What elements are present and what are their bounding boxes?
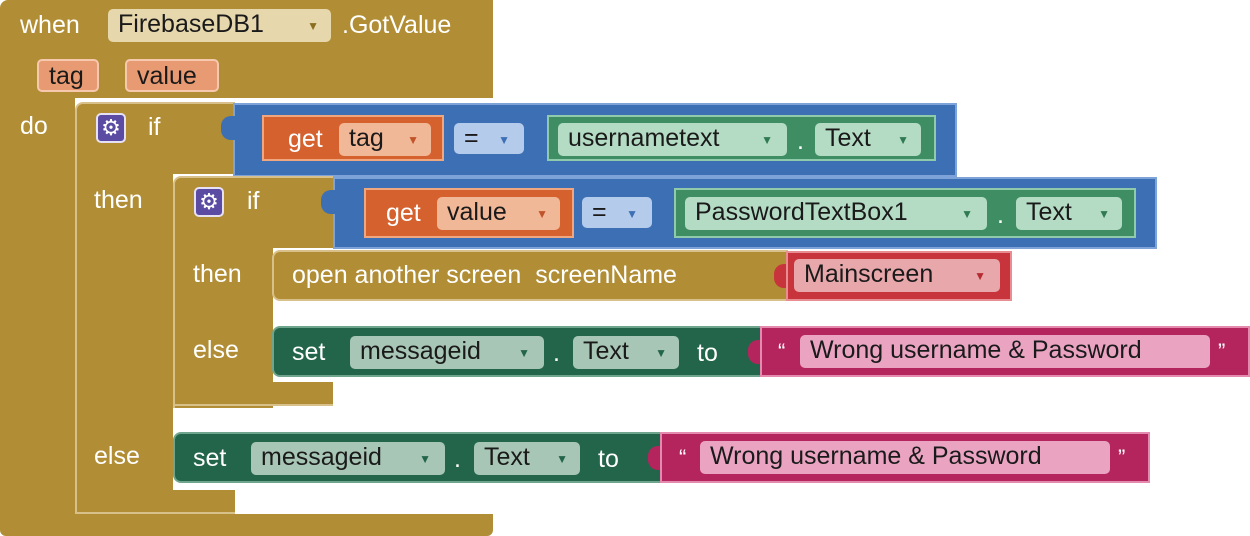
inner-if-rail xyxy=(173,248,273,408)
inner-if-bottom xyxy=(173,382,333,406)
param-tag[interactable]: tag xyxy=(37,59,99,92)
operator: = xyxy=(464,124,479,152)
text-string-value[interactable]: Wrong username & Password xyxy=(700,441,1110,474)
variable-dropdown-tag[interactable]: tag ▼ xyxy=(339,123,431,156)
param-value[interactable]: value xyxy=(125,59,219,92)
component-dropdown-messageid[interactable]: messageid ▼ xyxy=(251,442,445,475)
dot-separator: . xyxy=(454,445,461,473)
component-dropdown-passwordtextbox1[interactable]: PasswordTextBox1 ▼ xyxy=(685,197,987,230)
event-block-bottom xyxy=(0,514,493,536)
set-keyword: set xyxy=(193,444,227,472)
property-name: Text xyxy=(484,443,530,471)
component-dropdown-usernametext[interactable]: usernametext ▼ xyxy=(558,123,787,156)
gear-icon[interactable]: ⚙ xyxy=(194,187,224,217)
component-dropdown-messageid[interactable]: messageid ▼ xyxy=(350,336,544,369)
triangle-down-icon[interactable]: ▼ xyxy=(974,269,986,283)
text-string-value[interactable]: Wrong username & Password xyxy=(800,335,1210,368)
socket-tab xyxy=(321,190,337,214)
open-quote: “ xyxy=(679,445,687,470)
property-dropdown-text[interactable]: Text ▼ xyxy=(1016,197,1122,230)
property-name: Text xyxy=(1026,198,1072,226)
component-name: FirebaseDB1 xyxy=(118,10,264,38)
property-name: Text xyxy=(825,124,871,152)
property-dropdown-text[interactable]: Text ▼ xyxy=(815,123,921,156)
triangle-down-icon[interactable]: ▼ xyxy=(518,346,530,360)
variable-name: value xyxy=(447,198,507,226)
inner-then-keyword: then xyxy=(193,260,242,288)
socket-tab xyxy=(221,116,237,140)
screen-name: Mainscreen xyxy=(804,260,934,288)
triangle-down-icon[interactable]: ▼ xyxy=(1098,207,1110,221)
triangle-down-icon[interactable]: ▼ xyxy=(498,133,510,147)
triangle-down-icon[interactable]: ▼ xyxy=(897,133,909,147)
triangle-down-icon[interactable]: ▼ xyxy=(419,452,431,466)
component-name: messageid xyxy=(261,443,382,471)
dot-separator: . xyxy=(553,339,560,367)
outer-if-keyword: if xyxy=(148,113,161,141)
component-name: messageid xyxy=(360,337,481,365)
gear-icon[interactable]: ⚙ xyxy=(96,113,126,143)
property-name: Text xyxy=(583,337,629,365)
open-quote: “ xyxy=(778,339,786,364)
close-quote: ” xyxy=(1218,339,1226,364)
open-another-screen-block[interactable] xyxy=(272,250,788,301)
operator: = xyxy=(592,198,607,226)
component-name: PasswordTextBox1 xyxy=(695,198,908,226)
open-another-screen-label: open another screen screenName xyxy=(292,261,677,289)
inner-if-keyword: if xyxy=(247,187,260,215)
when-keyword: when xyxy=(20,11,80,39)
property-dropdown-text[interactable]: Text ▼ xyxy=(474,442,580,475)
inner-else-keyword: else xyxy=(193,336,239,364)
compare-operator-dropdown[interactable]: = ▼ xyxy=(454,123,524,154)
event-block-left-rail xyxy=(0,98,75,518)
outer-then-keyword: then xyxy=(94,186,143,214)
do-keyword: do xyxy=(20,112,48,140)
get-keyword: get xyxy=(386,199,421,227)
outer-else-keyword: else xyxy=(94,442,140,470)
triangle-down-icon[interactable]: ▼ xyxy=(407,133,419,147)
get-keyword: get xyxy=(288,125,323,153)
triangle-down-icon[interactable]: ▼ xyxy=(761,133,773,147)
set-keyword: set xyxy=(292,338,326,366)
triangle-down-icon[interactable]: ▼ xyxy=(536,207,548,221)
triangle-down-icon[interactable]: ▼ xyxy=(626,207,638,221)
to-keyword: to xyxy=(598,445,619,473)
variable-dropdown-value[interactable]: value ▼ xyxy=(437,197,560,230)
triangle-down-icon[interactable]: ▼ xyxy=(307,19,319,33)
triangle-down-icon[interactable]: ▼ xyxy=(655,346,667,360)
property-dropdown-text[interactable]: Text ▼ xyxy=(573,336,679,369)
dot-separator: . xyxy=(797,127,804,155)
dot-separator: . xyxy=(997,201,1004,229)
triangle-down-icon[interactable]: ▼ xyxy=(961,207,973,221)
outer-if-rail xyxy=(75,174,173,514)
event-name: .GotValue xyxy=(342,11,452,39)
component-name: usernametext xyxy=(568,124,720,152)
to-keyword: to xyxy=(697,339,718,367)
variable-name: tag xyxy=(349,124,384,152)
close-quote: ” xyxy=(1118,445,1126,470)
triangle-down-icon[interactable]: ▼ xyxy=(556,452,568,466)
outer-if-bottom xyxy=(75,490,235,514)
component-dropdown-firebasedb1[interactable]: FirebaseDB1 ▼ xyxy=(108,9,331,42)
compare-operator-dropdown[interactable]: = ▼ xyxy=(582,197,652,228)
screen-dropdown-mainscreen[interactable]: Mainscreen ▼ xyxy=(794,259,1000,292)
